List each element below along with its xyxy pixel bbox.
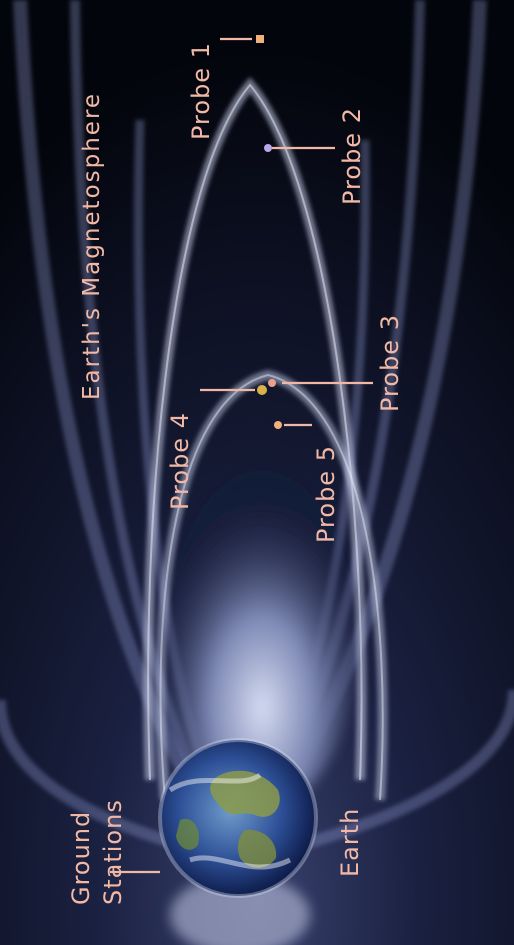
probe1-label: Probe 1: [187, 42, 215, 140]
earth-label: Earth: [336, 808, 364, 877]
probe2-label: Probe 2: [338, 107, 366, 205]
probe3-label: Probe 3: [376, 314, 404, 412]
probe1-marker: [256, 35, 264, 43]
ground-stations-label-line1: Ground: [67, 811, 95, 905]
earth-globe: [160, 740, 316, 896]
ground-stations-label-line2: Stations: [99, 799, 127, 905]
diagram-title: Earth's Magnetosphere: [79, 92, 105, 400]
probe3-marker: [268, 379, 276, 387]
probe4-label: Probe 4: [166, 412, 194, 510]
probe5-label: Probe 5: [312, 445, 340, 543]
probe5-marker: [274, 421, 282, 429]
probe2-marker: [264, 144, 272, 152]
probe4-marker: [257, 385, 267, 395]
